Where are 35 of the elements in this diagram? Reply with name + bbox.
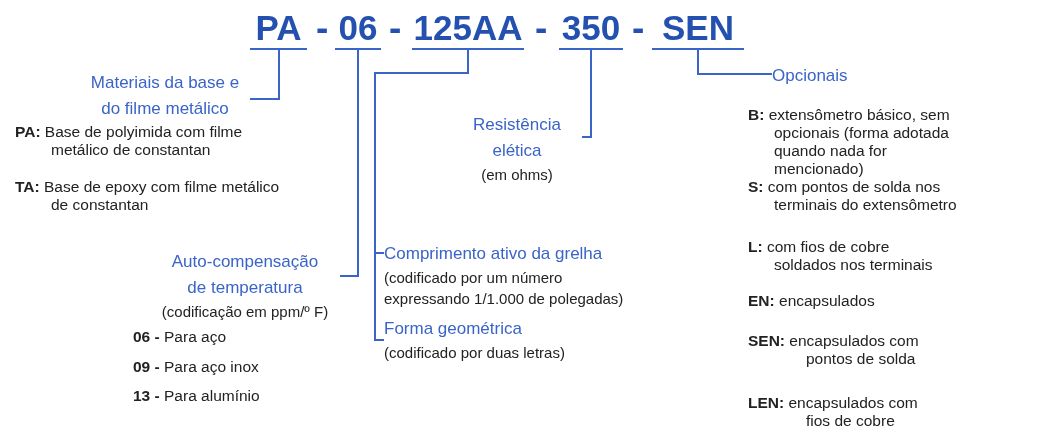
underlined-code-segment: 350 xyxy=(559,8,623,50)
note-text: (codificado por um número expressando 1/1.000 de polegadas) xyxy=(384,268,625,309)
underlined-code-segment: SEN xyxy=(652,8,744,50)
category-title: Resistência elética xyxy=(472,114,562,162)
separator-text: - xyxy=(632,8,645,48)
option-description: PA: Base de polyimida com filme metálico de constantan xyxy=(15,123,244,159)
category-title: Auto-compensação de temperatura xyxy=(170,251,320,299)
leader-line xyxy=(339,49,359,277)
category-title: Comprimento ativo da grelha xyxy=(384,243,604,265)
leader-line xyxy=(697,49,773,75)
underlined-code-segment: 06 xyxy=(335,8,381,50)
category-title: Forma geométrica xyxy=(384,318,523,340)
option-description: LEN: encapsulados com fios de cobre xyxy=(748,394,919,430)
underlined-code-segment: 125AA xyxy=(412,8,524,50)
separator-text: - xyxy=(535,8,548,48)
option-description: B: extensômetro básico, sem opcionais (forma adotada quando nada for mencionado) xyxy=(748,106,951,178)
leader-line xyxy=(249,49,280,100)
option-description: S: com pontos de solda nos terminais do extensômetro xyxy=(748,178,958,214)
option-description: TA: Base de epoxy com filme metálico de constantan xyxy=(15,178,280,214)
leader-line xyxy=(581,49,592,138)
separator-text: - xyxy=(389,8,402,48)
option-description: EN: encapsulados xyxy=(748,292,876,310)
option-description: SEN: encapsulados com pontos de solda xyxy=(748,332,920,368)
underlined-code-segment: PA xyxy=(250,8,307,50)
option-description: 09 - Para aço inox xyxy=(133,358,260,376)
category-title: Materiais da base e do filme metálico xyxy=(89,72,241,120)
separator-text: - xyxy=(316,8,329,48)
category-title: Opcionais xyxy=(772,65,849,87)
note-text: (codificação em ppm/º F) xyxy=(160,302,330,322)
option-description: 13 - Para alumínio xyxy=(133,387,261,405)
option-description: L: com fios de cobre soldados nos terminais xyxy=(748,238,934,274)
note-text: (codificado por duas letras) xyxy=(384,343,566,363)
leader-line xyxy=(374,49,469,341)
option-description: 06 - Para aço xyxy=(133,328,228,346)
note-text: (em ohms) xyxy=(480,165,554,185)
